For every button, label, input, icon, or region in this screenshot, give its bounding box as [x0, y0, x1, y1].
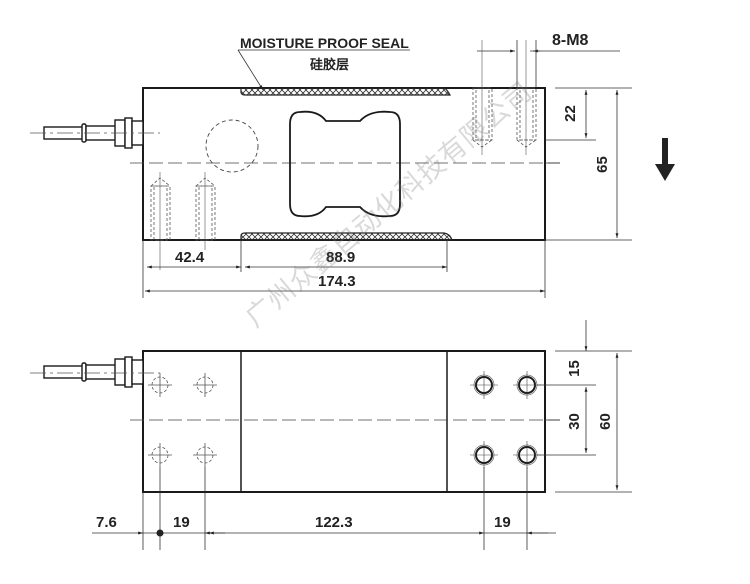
moisture-seal-top — [240, 87, 452, 96]
dim-left-offset: 42.4 — [175, 249, 205, 266]
dim-hole-spacing-left: 19 — [173, 514, 190, 531]
cable-connector-top — [30, 117, 160, 149]
dim-width: 60 — [596, 413, 614, 430]
thread-spec-leader — [477, 40, 620, 88]
dim-total-length: 174.3 — [318, 273, 356, 290]
dim-hole-edge-offset: 7.6 — [96, 514, 117, 531]
dim-thread-depth: 22 — [561, 105, 579, 122]
top-view-dims — [142, 240, 546, 298]
hidden-holes-left — [148, 373, 217, 467]
strain-cutout — [289, 110, 401, 218]
hidden-hole-circle — [205, 119, 259, 173]
dim-hole-spacing-right: 19 — [494, 514, 511, 531]
hidden-threads-left — [150, 177, 216, 241]
seal-label-cn: 硅胶层 — [310, 58, 350, 73]
dim-height: 65 — [593, 156, 611, 173]
load-direction-arrow — [655, 138, 675, 181]
dim-hole-top-offset: 15 — [565, 360, 583, 377]
dim-seal-length: 88.9 — [326, 249, 356, 266]
thread-spec-label: 8-M8 — [552, 32, 589, 49]
cable-connector-bottom — [30, 356, 160, 388]
bottom-view-dims — [92, 467, 556, 550]
moisture-seal-bottom — [240, 232, 453, 241]
seal-label-en: MOISTURE PROOF SEAL — [240, 35, 409, 51]
dim-hole-row-spacing: 30 — [565, 413, 583, 430]
dim-center-span: 122.3 — [315, 514, 353, 531]
load-cell-body-bottom — [142, 350, 546, 493]
top-view — [30, 40, 675, 298]
bottom-view — [30, 320, 632, 550]
